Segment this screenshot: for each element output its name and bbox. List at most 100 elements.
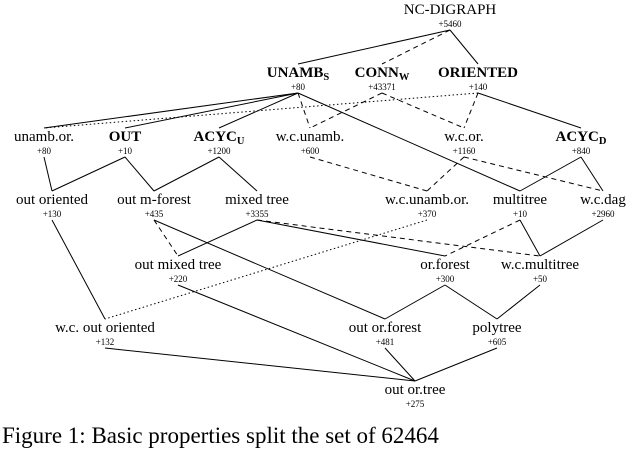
node-label-subscript: U — [237, 136, 245, 147]
edge-outmixedtree-outortree — [177, 284, 416, 382]
node-label: unamb.or. — [14, 129, 74, 145]
node-label: OUT — [109, 129, 142, 145]
node-wcoutoriented: w.c. out oriented+132 — [55, 320, 155, 347]
node-outmforest: out m-forest+435 — [117, 192, 192, 219]
node-conn: CONNW+43371 — [355, 65, 410, 92]
node-label: CONNW — [355, 65, 410, 83]
edge-unamb-out — [124, 92, 299, 129]
node-label-text: w.c.or. — [444, 129, 483, 145]
node-label: multitree — [493, 192, 547, 208]
node-label: w.c.unamb.or. — [385, 192, 469, 208]
node-count: +80 — [291, 82, 306, 92]
node-label-subscript: D — [599, 136, 607, 147]
node-label-text: out or.tree — [385, 382, 446, 398]
edge-wcor-wcdag — [463, 156, 604, 192]
edge-oriented-acycd — [477, 92, 582, 129]
node-count: +605 — [488, 337, 507, 347]
edge-wcoutoriented-outortree — [104, 347, 416, 382]
node-count: +3355 — [245, 209, 269, 219]
node-label: NC-DIGRAPH — [404, 2, 497, 18]
node-nc: NC-DIGRAPH+5460 — [404, 2, 497, 29]
edge-orforest-polytree — [444, 284, 498, 320]
edge-outorforest-outortree — [384, 347, 416, 382]
edge-multitree-orforest — [444, 219, 521, 257]
node-count: +5460 — [438, 19, 462, 29]
edge-conn-wcor — [381, 92, 465, 129]
node-count: +50 — [533, 274, 548, 284]
node-polytree: polytree+605 — [472, 320, 521, 347]
node-label-text: w.c.unamb. — [276, 129, 345, 145]
node-label: out oriented — [16, 192, 89, 208]
node-count: +130 — [43, 209, 62, 219]
node-label-text: ACYC — [556, 129, 599, 145]
node-outmixedtree: out mixed tree+220 — [135, 257, 222, 284]
node-count: +840 — [572, 146, 591, 156]
edge-wcdag-wcmultitree — [539, 219, 604, 257]
node-unambor: unamb.or.+80 — [14, 129, 74, 156]
node-multitree: multitree+10 — [493, 192, 547, 219]
node-label-text: w.c.dag — [580, 192, 626, 208]
node-label-text: w.c. out oriented — [55, 320, 155, 336]
edge-mixedtree-orforest — [256, 219, 446, 257]
node-count: +435 — [145, 209, 164, 219]
node-wcdag: w.c.dag+2960 — [580, 192, 626, 219]
edge-out-outoriented — [51, 156, 126, 192]
node-label: out mixed tree — [135, 257, 222, 273]
node-wcmultitree: w.c.multitree+50 — [501, 257, 580, 284]
edge-wcunamb-wcunambor — [309, 156, 428, 192]
node-count: +43371 — [368, 82, 396, 92]
edge-acycd-multitree — [519, 156, 582, 192]
edge-acycu-outmforest — [153, 156, 220, 192]
edge-outmforest-outmixedtree — [153, 219, 179, 257]
node-count: +481 — [376, 337, 395, 347]
node-orforest: or.forest+300 — [420, 257, 470, 284]
node-outoriented: out oriented+130 — [16, 192, 89, 219]
node-count: +1160 — [453, 146, 476, 156]
edge-unamb-multitree — [297, 92, 521, 192]
node-label-text: out or.forest — [349, 320, 422, 336]
node-wcor: w.c.or.+1160 — [444, 129, 483, 156]
edge-mixedtree-wcmultitree — [256, 219, 541, 257]
edge-wcmultitree-polytree — [496, 284, 541, 320]
edge-unambor-outoriented — [43, 156, 53, 192]
edge-layer — [43, 29, 604, 382]
edge-acycu-mixedtree — [218, 156, 258, 192]
node-outortree: out or.tree+275 — [385, 382, 446, 409]
edge-out-outmforest — [124, 156, 155, 192]
edge-nc-oriented — [449, 29, 479, 65]
edge-nc-conn — [381, 29, 451, 65]
node-label: ACYCD — [556, 129, 607, 147]
node-out: OUT+10 — [109, 129, 142, 156]
node-label-text: CONN — [355, 65, 399, 81]
node-label-text: unamb.or. — [14, 129, 74, 145]
edge-orforest-outorforest — [384, 284, 446, 320]
node-label-text: multitree — [493, 192, 547, 208]
edge-multitree-wcmultitree — [519, 219, 541, 257]
node-mixedtree: mixed tree+3355 — [225, 192, 289, 219]
edge-outoriented-wcoutoriented — [51, 219, 106, 320]
node-label: w.c.multitree — [501, 257, 580, 273]
node-label-text: NC-DIGRAPH — [404, 2, 497, 18]
node-count: +140 — [469, 82, 488, 92]
node-outorforest: out or.forest+481 — [349, 320, 422, 347]
node-label-text: UNAMB — [267, 65, 324, 81]
node-count: +300 — [436, 274, 455, 284]
node-label-text: out mixed tree — [135, 257, 222, 273]
edge-unamb-wcunamb — [297, 92, 311, 129]
node-label: w.c.or. — [444, 129, 483, 145]
node-count: +2960 — [591, 209, 615, 219]
edge-oriented-wcor — [463, 92, 479, 129]
node-label: or.forest — [420, 257, 470, 273]
node-acycd: ACYCD+840 — [556, 129, 607, 156]
node-label-text: out m-forest — [117, 192, 192, 208]
node-label-text: or.forest — [420, 257, 470, 273]
node-count: +370 — [418, 209, 437, 219]
node-count: +220 — [169, 274, 188, 284]
edge-nc-unamb — [297, 29, 451, 65]
node-label: w.c.dag — [580, 192, 626, 208]
node-wcunamb: w.c.unamb.+600 — [276, 129, 345, 156]
figure-caption: Figure 1: Basic properties split the set… — [2, 423, 439, 448]
node-count: +10 — [118, 146, 133, 156]
node-label-text: polytree — [472, 320, 521, 336]
